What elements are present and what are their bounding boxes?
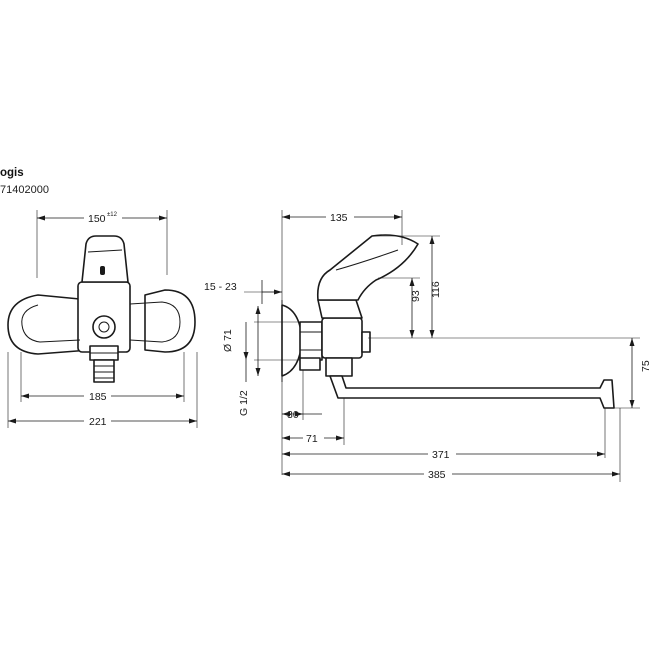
front-right-inner-oval: [129, 301, 181, 343]
side-lever: [316, 234, 419, 301]
side-diverter-stub: [361, 331, 371, 353]
dim-135: 135: [330, 212, 348, 224]
side-nut-lines: [300, 331, 322, 351]
dim-g12: G 1/2: [238, 390, 250, 416]
dim-385: 385: [428, 469, 446, 481]
front-outlet: [93, 359, 115, 383]
front-diverter-inner: [98, 321, 110, 333]
dim-221: 221: [89, 416, 107, 428]
front-lever-line: [87, 249, 123, 253]
front-diverter-knob: [92, 315, 116, 339]
front-view: 150 ±12 185 221: [7, 210, 198, 428]
side-cartridge: [317, 299, 363, 319]
dim-185: 185: [89, 391, 107, 403]
dim-30: 30: [287, 409, 299, 421]
dim-150: 150: [88, 213, 106, 225]
front-left-inner-oval: [21, 304, 81, 343]
dim-15-23: 15 - 23: [204, 281, 237, 293]
side-spout-nut: [325, 357, 353, 377]
front-lever-mark: [100, 266, 105, 275]
dim-d71: Ø 71: [222, 329, 234, 352]
dim-75: 75: [640, 360, 652, 372]
side-connector-nut: [299, 321, 323, 361]
side-spout: [329, 375, 615, 409]
side-view: 135 93 116 15 - 23 Ø 71 G 1/2 30: [204, 210, 652, 482]
dim-150-tolerance: ±12: [107, 212, 118, 218]
product-title: ogis: [0, 167, 24, 179]
dim-71: 71: [306, 433, 318, 445]
dim-93: 93: [410, 290, 422, 302]
side-lever-line: [335, 249, 399, 271]
front-lever: [81, 235, 129, 283]
dim-116: 116: [430, 281, 442, 298]
product-code: 71402000: [0, 184, 49, 196]
side-body-block: [321, 317, 363, 359]
side-lower-fitting: [299, 357, 321, 371]
dim-371: 371: [432, 449, 450, 461]
front-body-right: [144, 289, 196, 353]
side-rosette: [281, 304, 303, 377]
front-outlet-thread: [94, 365, 114, 379]
